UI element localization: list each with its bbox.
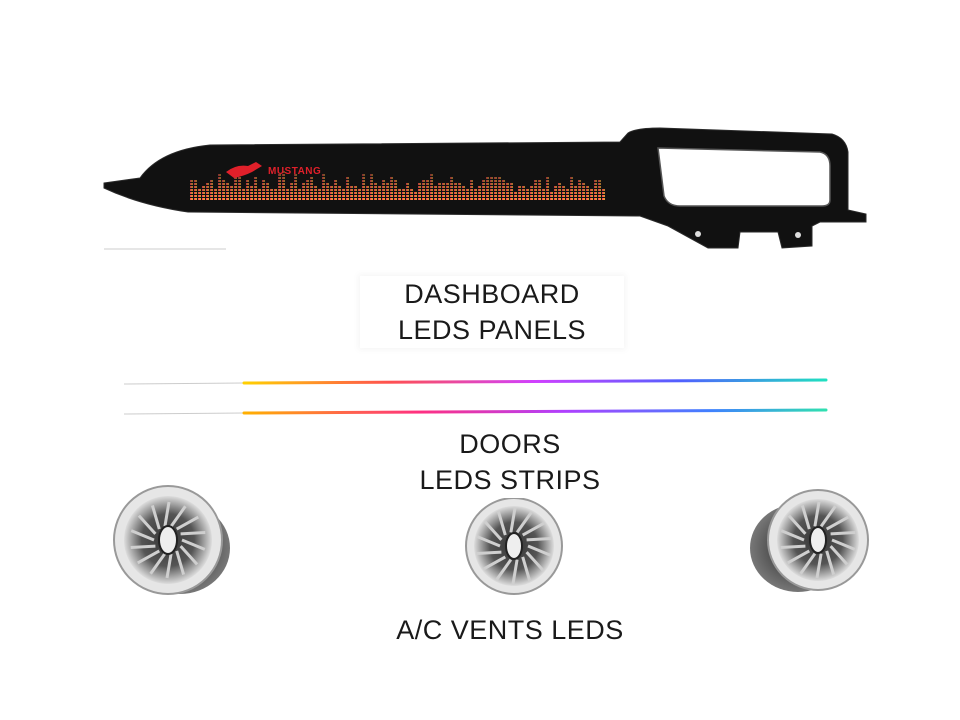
- vents-caption: A/C VENTS LEDS: [352, 612, 668, 648]
- doors-caption-line2: LEDS STRIPS: [419, 465, 601, 495]
- doors-caption-line1: DOORS: [459, 429, 561, 459]
- dashboard-led-equalizer: [190, 171, 605, 200]
- ac-vent-right: [750, 489, 869, 592]
- mustang-logo-text: MUSTANG: [268, 166, 321, 177]
- door-led-strips: [123, 378, 828, 415]
- doors-caption: DOORS LEDS STRIPS: [340, 426, 680, 498]
- door-led-strip-lower: [242, 408, 828, 415]
- ac-vent-left: [113, 485, 230, 595]
- dashboard-caption-line1: DASHBOARD: [404, 279, 580, 309]
- vents-caption-text: A/C VENTS LEDS: [396, 615, 624, 645]
- dashboard-caption-line2: LEDS PANELS: [397, 315, 587, 345]
- dashboard-led-panel: MUSTANG: [103, 127, 867, 251]
- ac-vent-center: [465, 497, 563, 595]
- door-led-strip-upper: [242, 378, 828, 385]
- mustang-logo: MUSTANG: [226, 162, 321, 178]
- dashboard-caption: DASHBOARD LEDS PANELS: [360, 276, 624, 348]
